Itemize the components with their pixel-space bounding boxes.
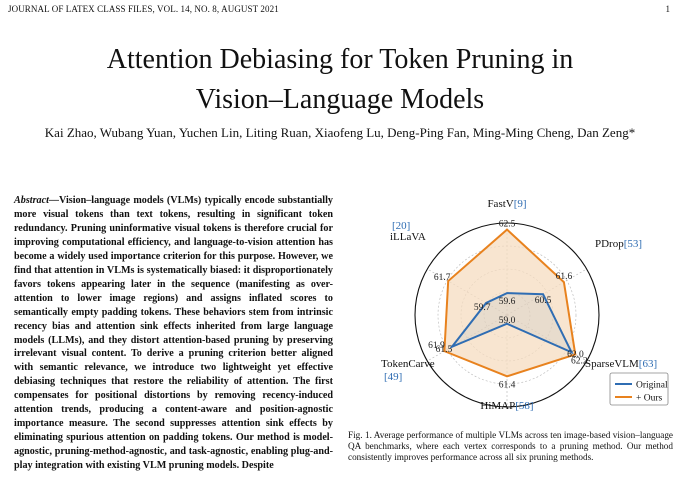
value-label-original-fastv: 59.6 xyxy=(499,297,516,307)
value-label-ours-fastv: 62.5 xyxy=(499,220,516,230)
legend-label-original: Original xyxy=(636,381,668,391)
axis-label-tokencarve: TokenCarve[49] xyxy=(381,358,435,383)
value-label-original-himap: 59.0 xyxy=(499,316,516,326)
chart-legend: Original + Ours xyxy=(609,372,669,406)
value-label-ours-pdrop: 61.6 xyxy=(556,272,573,282)
axis-label-sparsevlm: SparseVLM[63] xyxy=(585,358,657,370)
value-label-ours-illava: 61.7 xyxy=(434,273,451,283)
abstract-text: Vision–language models (VLMs) typically … xyxy=(14,195,333,472)
radar-series xyxy=(443,228,577,378)
series-polygon-original xyxy=(448,292,574,355)
radar-chart: 59.6 60.5 62.0 59.0 61.5 59.7 62.5 61.6 62.2 61.4… xyxy=(381,198,669,412)
value-label-ours-himap: 61.4 xyxy=(499,380,516,390)
abstract: Abstract—Vision–language models (VLMs) t… xyxy=(14,194,333,473)
axis-label-himap: HiMAP[58] xyxy=(480,400,533,412)
value-label-original-pdrop: 60.5 xyxy=(535,296,552,306)
running-header: JOURNAL OF LATEX CLASS FILES, VOL. 14, N… xyxy=(8,4,279,14)
value-label-original-tokencarve: 61.5 xyxy=(436,345,453,355)
figure-caption: Fig. 1. Average performance of multiple … xyxy=(348,430,673,463)
axis-label-pdrop: PDrop[53] xyxy=(595,238,642,250)
author-list: Kai Zhao, Wubang Yuan, Yuchen Lin, Litin… xyxy=(44,125,636,140)
value-label-original-illava: 59.7 xyxy=(474,303,491,313)
value-label-ours-sparsevlm: 62.2 xyxy=(571,356,588,366)
axis-label-illava: [20]iLLaVA xyxy=(390,220,426,243)
value-label-ours-tokencarve: 61.9 xyxy=(428,341,445,351)
title-line-2: Vision–Language Models xyxy=(195,84,485,115)
abstract-label: Abstract— xyxy=(14,195,60,206)
grid-outer-ring xyxy=(414,222,600,408)
paper-title: Attention Debiasing for Token Pruning in… xyxy=(0,40,680,120)
value-label-original-sparsevlm: 62.0 xyxy=(567,350,584,360)
title-line-1: Attention Debiasing for Token Pruning in xyxy=(106,44,574,75)
axis-label-fastv: FastV[9] xyxy=(487,198,526,210)
legend-label-ours: + Ours xyxy=(636,394,663,404)
radar-labels: 59.6 60.5 62.0 59.0 61.5 59.7 62.5 61.6 62.2 61.4… xyxy=(381,198,657,412)
page-number: 1 xyxy=(665,4,671,14)
